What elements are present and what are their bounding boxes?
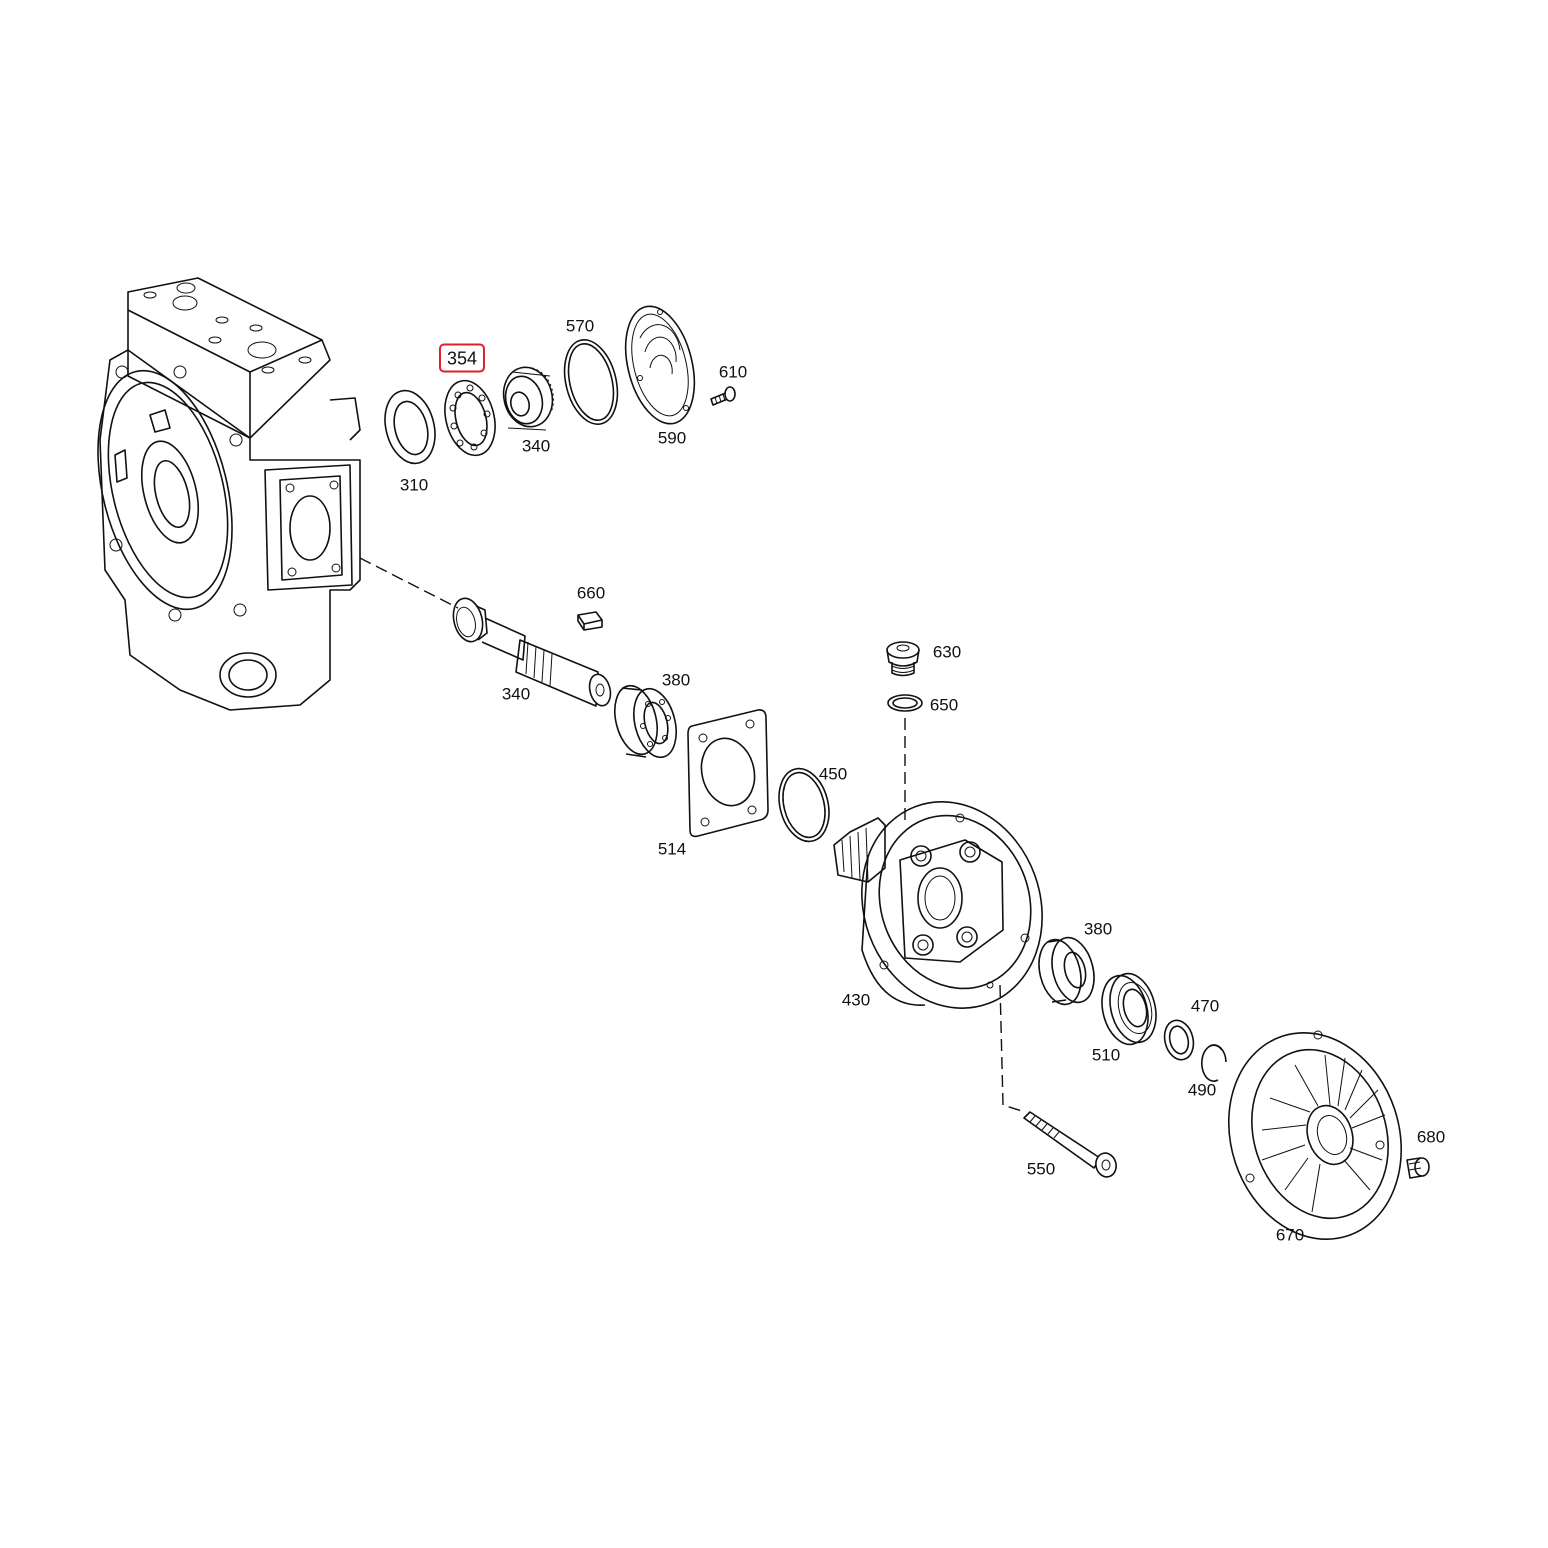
seal-ring-650 [887, 694, 923, 712]
axis-line-upper [359, 557, 459, 609]
part-label-680[interactable]: 680 [1416, 1127, 1446, 1147]
oring-570 [563, 339, 619, 425]
part-label-610[interactable]: 610 [718, 362, 748, 382]
part-label-490[interactable]: 490 [1187, 1080, 1217, 1100]
part-label-340-lower[interactable]: 340 [501, 684, 531, 704]
gear-340-upper [502, 366, 554, 431]
part-label-380-upper[interactable]: 380 [661, 670, 691, 690]
axis-line-bolt [999, 984, 1026, 1113]
part-label-510[interactable]: 510 [1091, 1045, 1121, 1065]
shaft-340-lower [452, 597, 612, 707]
part-label-570[interactable]: 570 [565, 316, 595, 336]
part-label-380-lower[interactable]: 380 [1083, 919, 1113, 939]
washer-310 [384, 389, 436, 465]
oring-450 [778, 767, 830, 843]
screw-610 [710, 386, 736, 406]
part-label-470[interactable]: 470 [1190, 996, 1220, 1016]
part-label-650[interactable]: 650 [929, 695, 959, 715]
part-label-430[interactable]: 430 [841, 990, 871, 1010]
bearing-380-upper [614, 684, 677, 759]
part-label-514[interactable]: 514 [657, 839, 687, 859]
gasket-514 [687, 709, 769, 838]
cover-670 [1227, 1030, 1403, 1240]
bearing-354 [444, 379, 496, 457]
part-label-340-upper[interactable]: 340 [521, 436, 551, 456]
cover-590 [624, 305, 696, 425]
screw-680 [1406, 1157, 1430, 1179]
key-660 [577, 611, 603, 631]
part-label-590[interactable]: 590 [657, 428, 687, 448]
flange-430 [833, 801, 1043, 1009]
part-label-354[interactable]: 354 [438, 343, 486, 373]
pump-housing [97, 277, 361, 711]
plug-630 [886, 641, 920, 677]
bolt-550 [1023, 1111, 1117, 1178]
ring-470 [1163, 1019, 1195, 1061]
bearing-380-lower [1038, 936, 1095, 1006]
circlip-490 [1200, 1044, 1227, 1082]
part-label-660[interactable]: 660 [576, 583, 606, 603]
part-label-670[interactable]: 670 [1275, 1225, 1305, 1245]
bearing-510 [1101, 972, 1157, 1046]
part-label-630[interactable]: 630 [932, 642, 962, 662]
part-label-310[interactable]: 310 [399, 475, 429, 495]
part-label-550[interactable]: 550 [1026, 1159, 1056, 1179]
part-label-450[interactable]: 450 [818, 764, 848, 784]
